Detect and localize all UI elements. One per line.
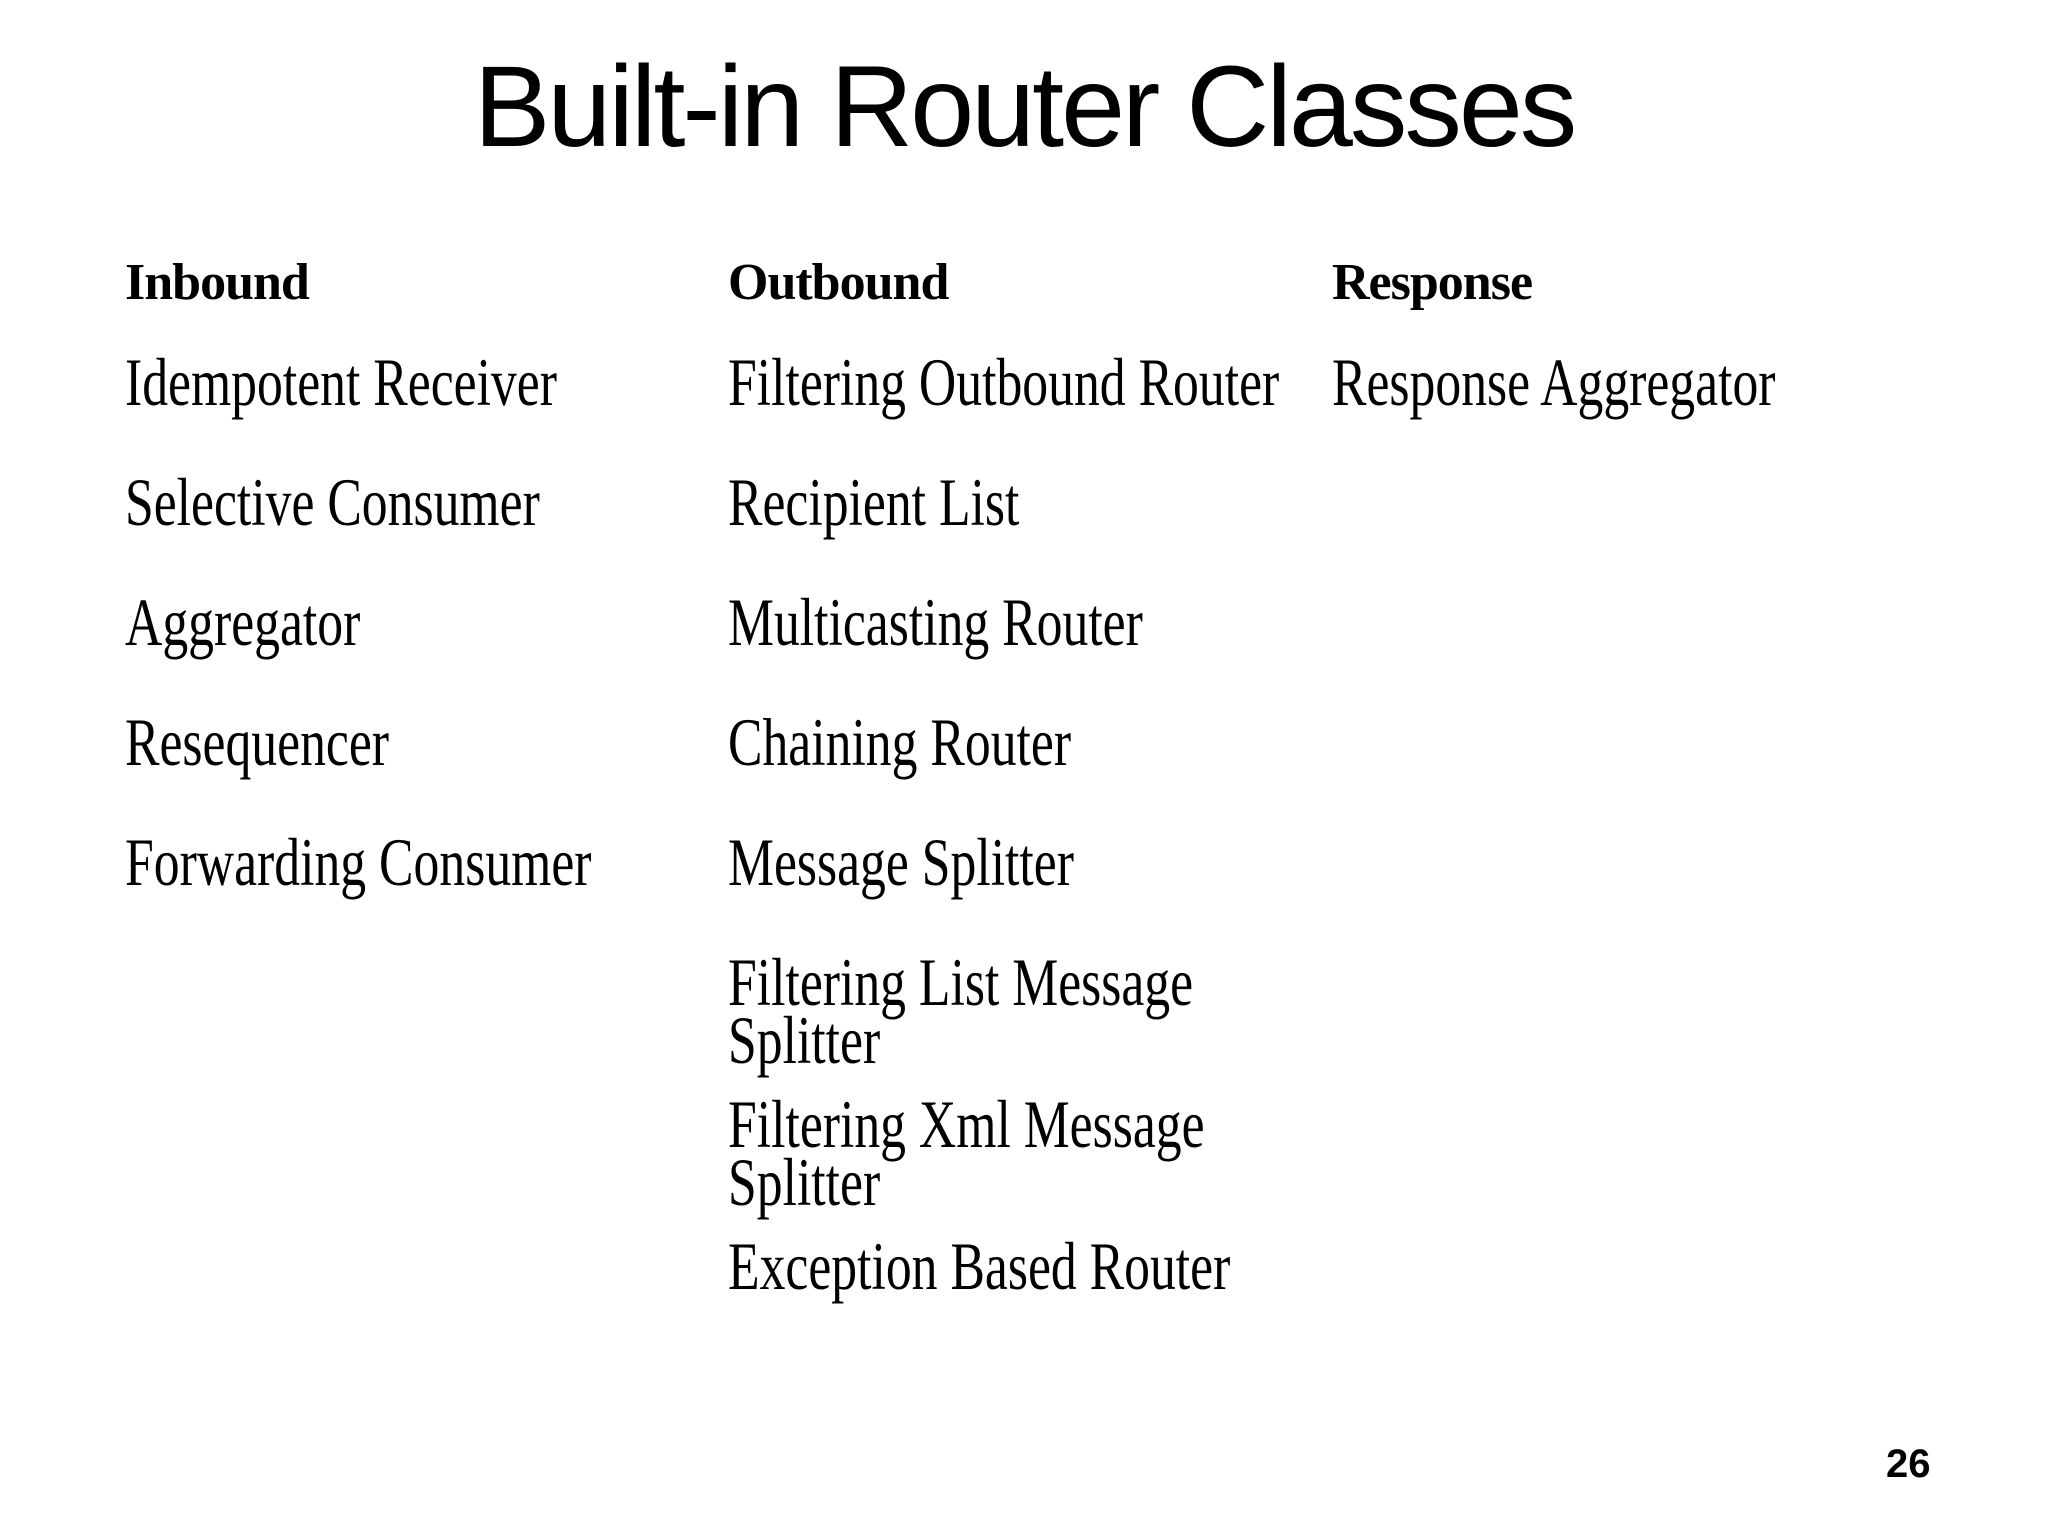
list-item: Response Aggregator	[1332, 344, 1776, 420]
list-item: Filtering Xml Message Splitter	[728, 1086, 1205, 1220]
list-item: Resequencer	[125, 704, 390, 780]
list-item: Exception Based Router	[728, 1228, 1231, 1304]
list-item: Chaining Router	[728, 704, 1072, 780]
column-header-outbound: Outbound	[728, 254, 949, 311]
list-item: Filtering List Message Splitter	[728, 944, 1194, 1078]
list-item: Filtering Outbound Router	[728, 344, 1280, 420]
column-response: Response Response Aggregator	[1332, 255, 2032, 473]
column-outbound: Outbound Filtering Outbound Router Recip…	[728, 255, 1508, 1321]
list-item: Aggregator	[125, 584, 361, 660]
list-item: Recipient List	[728, 464, 1020, 540]
list-item: Selective Consumer	[125, 464, 540, 540]
list-item: Multicasting Router	[728, 584, 1143, 660]
list-item: Message Splitter	[728, 824, 1074, 900]
column-inbound: Inbound Idempotent Receiver Selective Co…	[125, 255, 905, 953]
column-header-response: Response	[1332, 254, 1533, 311]
list-item: Idempotent Receiver	[125, 344, 557, 420]
slide-title: Built-in Router Classes	[473, 43, 1578, 171]
column-header-inbound: Inbound	[125, 254, 310, 311]
page-number: 26	[1886, 1442, 1931, 1486]
list-item: Forwarding Consumer	[125, 824, 592, 900]
